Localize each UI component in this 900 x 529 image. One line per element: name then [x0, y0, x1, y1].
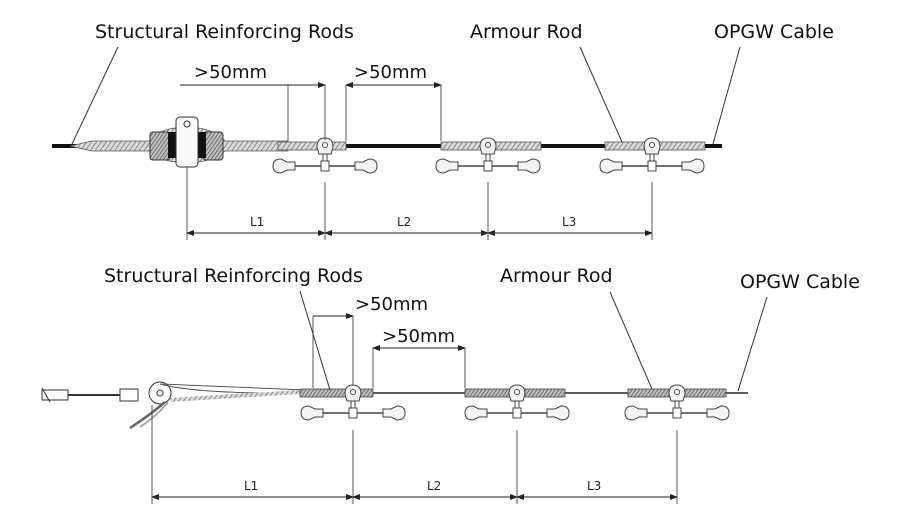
bottom-span-3: L3 — [587, 479, 601, 493]
top-span-2: L2 — [397, 215, 411, 229]
top-clearance-2: >50mm — [354, 62, 427, 83]
top-label-armour-rod: Armour Rod — [470, 21, 583, 43]
bottom-reinforcing-rods — [299, 388, 374, 398]
bottom-label-opgw-cable: OPGW Cable — [740, 271, 860, 293]
top-span-1: L1 — [250, 215, 264, 229]
bottom-span-1: L1 — [244, 479, 258, 493]
bottom-dead-end-hardware — [41, 381, 331, 430]
bottom-label-armour-rod: Armour Rod — [500, 265, 613, 287]
top-clearance-1: >50mm — [194, 62, 267, 83]
bottom-label-reinforcing-rods: Structural Reinforcing Rods — [104, 265, 363, 287]
bottom-diagram: >50mm >50mm L1 L2 L3 Structural Reinforc… — [41, 265, 860, 504]
top-diagram: >50mm >50mm L1 L2 L3 Structural Reinforc… — [52, 21, 834, 240]
bottom-clearance-2: >50mm — [382, 326, 455, 347]
top-label-reinforcing-rods: Structural Reinforcing Rods — [95, 21, 354, 43]
top-label-opgw-cable: OPGW Cable — [714, 21, 834, 43]
bottom-clearance-1: >50mm — [355, 294, 428, 315]
bottom-span-2: L2 — [427, 479, 441, 493]
top-suspension-clamp — [149, 116, 224, 168]
top-span-3: L3 — [562, 215, 576, 229]
top-armour-rod-1 — [277, 141, 347, 151]
